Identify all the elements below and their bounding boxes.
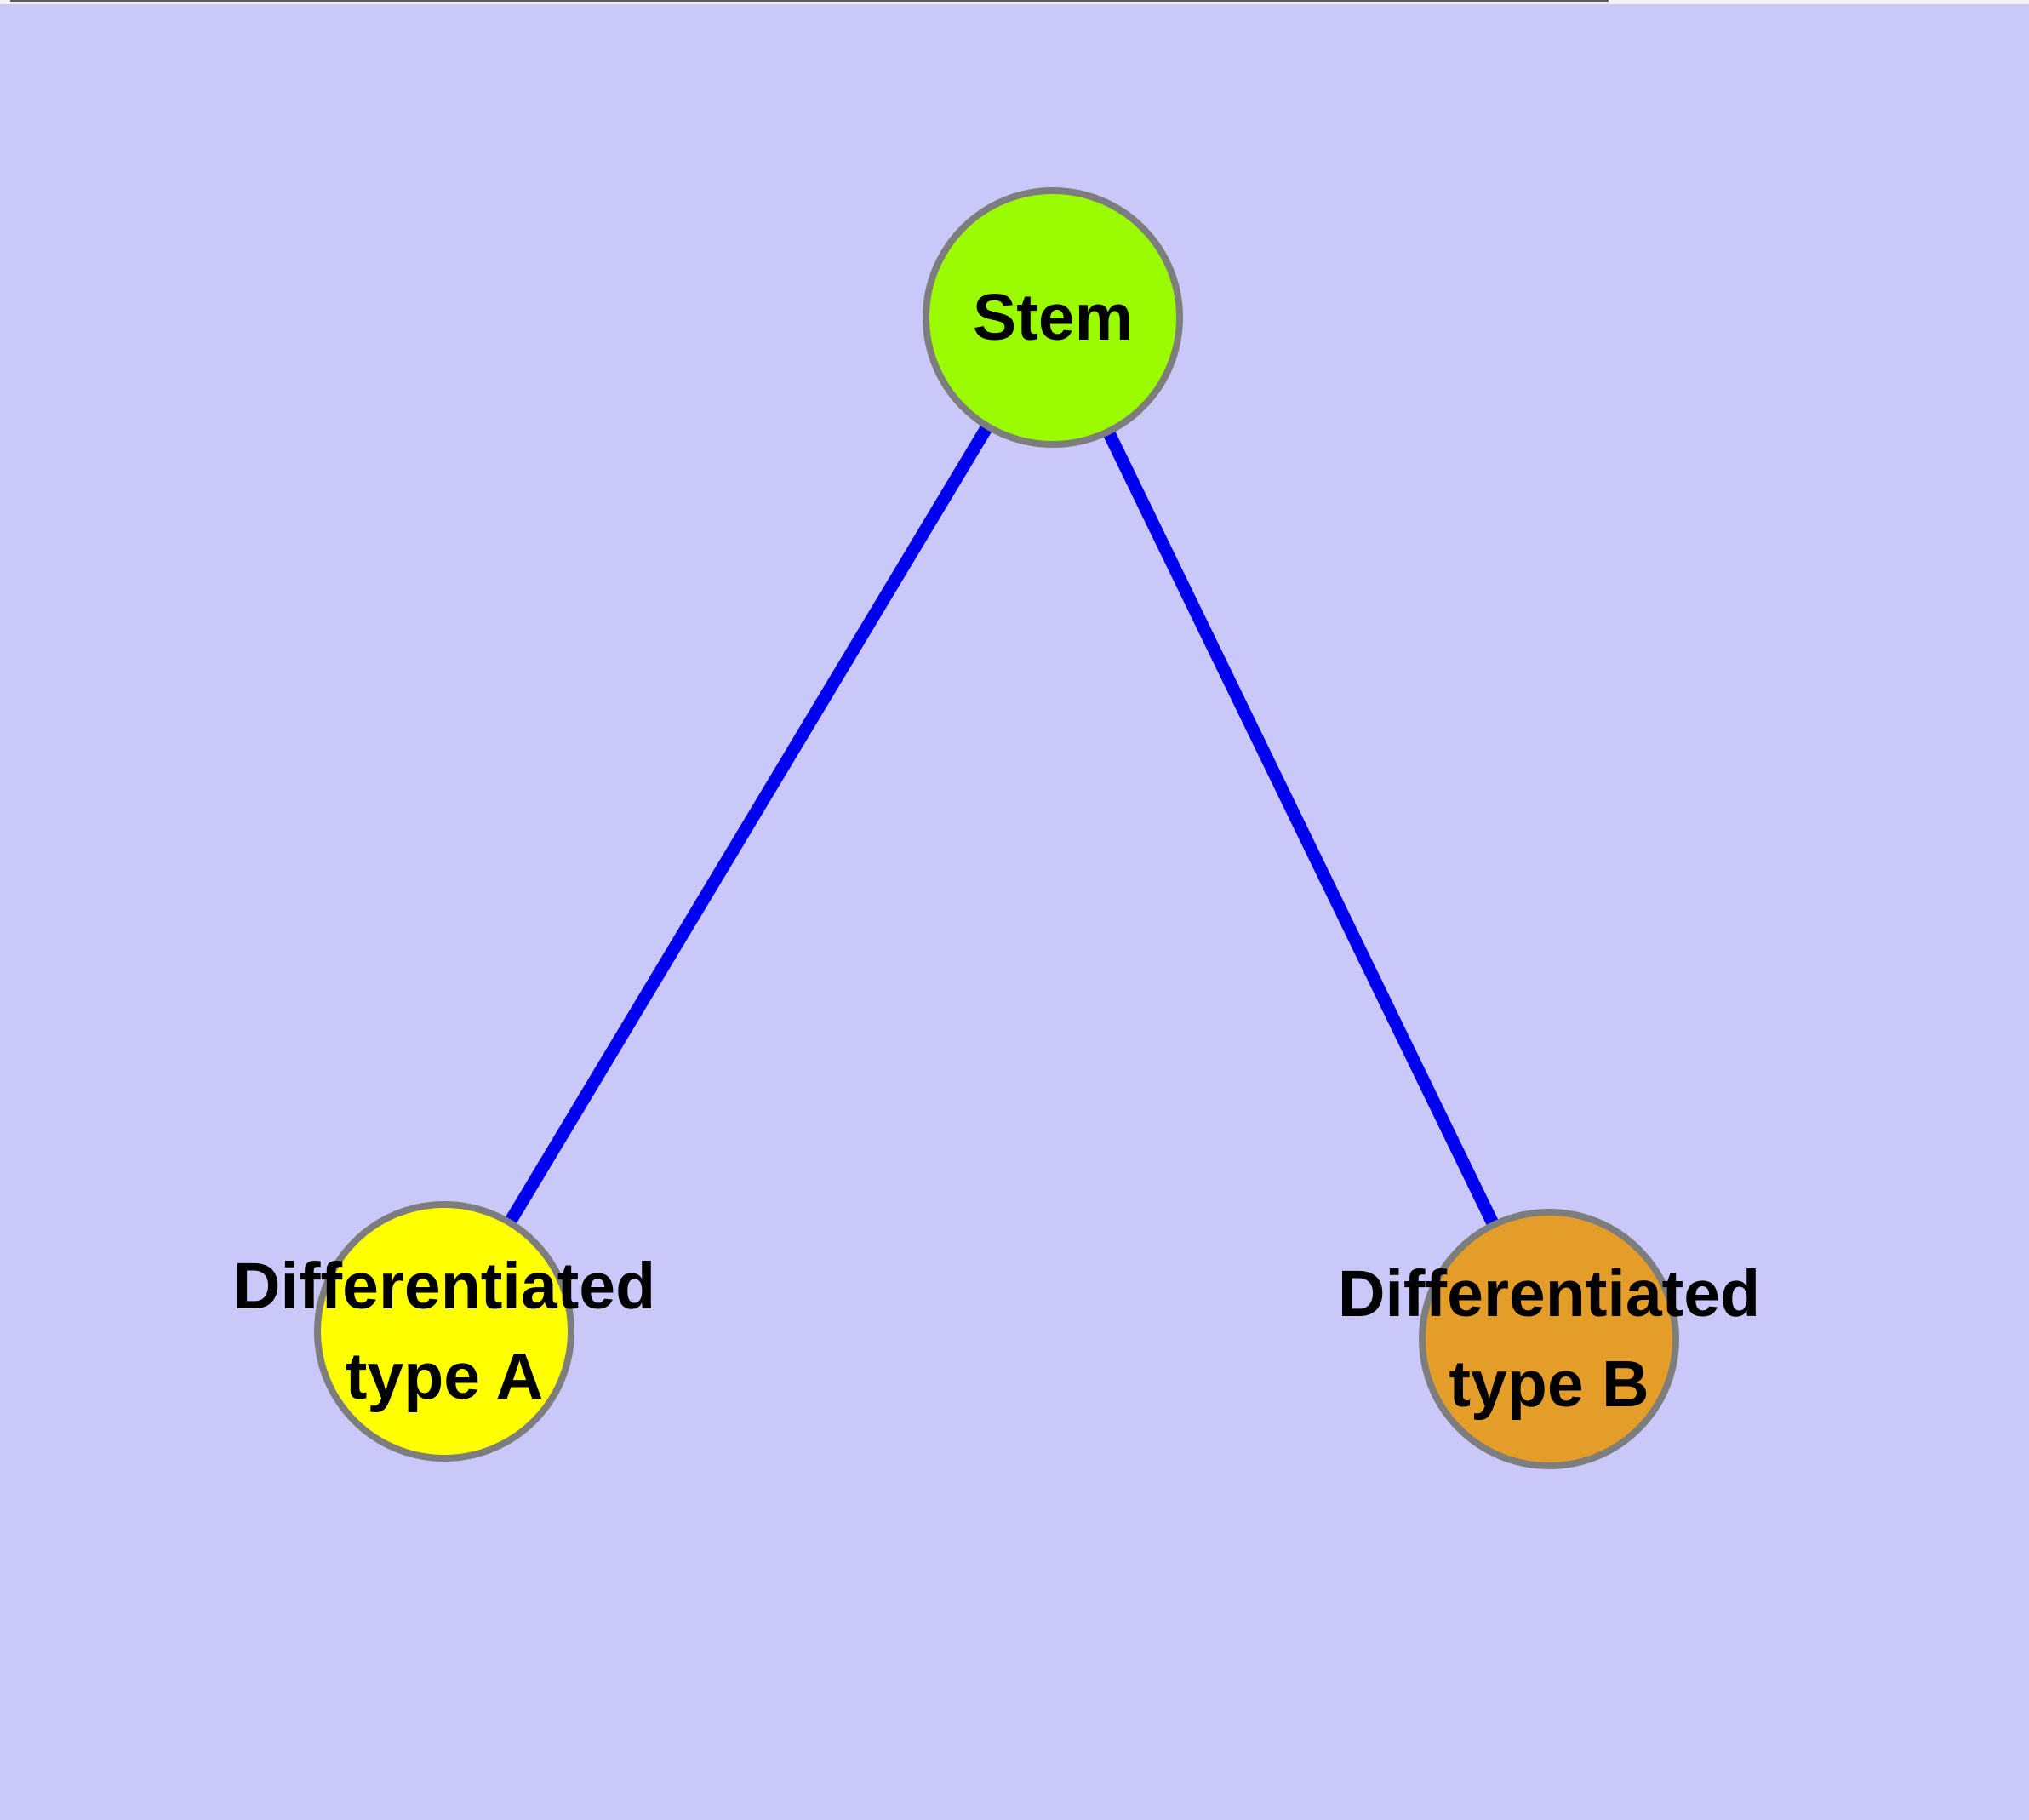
top-edge-hairline — [10, 0, 1609, 2]
edge-stem-to-type-a[interactable] — [438, 314, 1059, 1335]
node-differentiated-type-b-label: Differentiated type B — [1337, 1256, 1761, 1421]
node-differentiated-type-b[interactable]: Differentiated type B — [1338, 1209, 1760, 1469]
node-stem[interactable]: Stem — [923, 187, 1183, 448]
edge-stem-to-type-b[interactable] — [1047, 314, 1555, 1342]
node-differentiated-type-a[interactable]: Differentiated type A — [233, 1201, 655, 1462]
top-edge-strip — [0, 0, 2029, 4]
node-stem-label: Stem — [972, 280, 1134, 354]
node-differentiated-type-a-label: Differentiated type A — [232, 1249, 656, 1413]
